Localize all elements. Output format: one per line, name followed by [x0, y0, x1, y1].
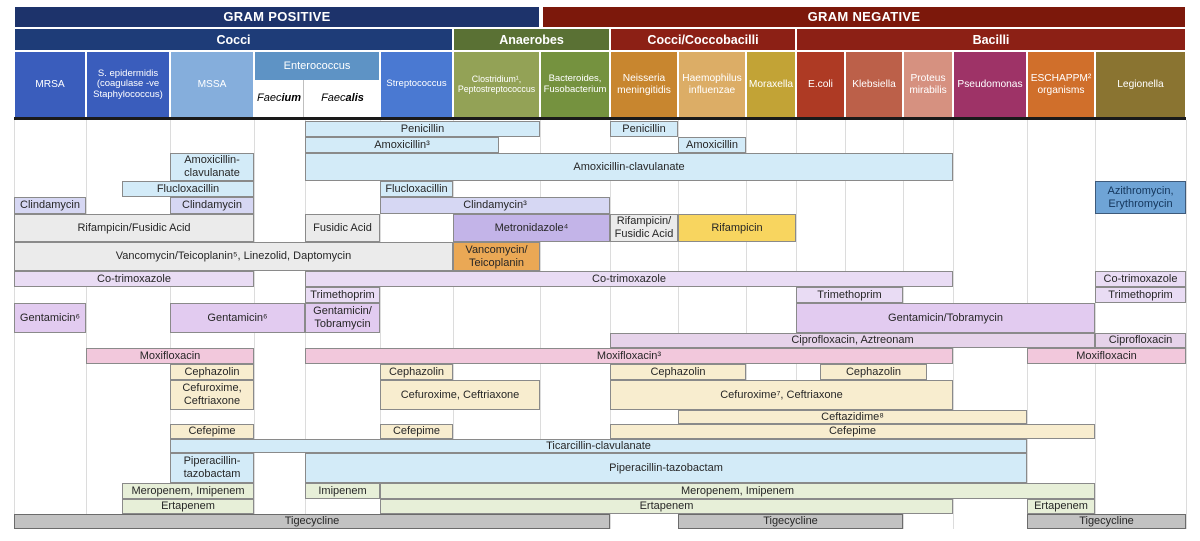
- organism-header-pseudomonas: Pseudomonas: [954, 52, 1026, 117]
- antibiotic-bar-cefepime: Cefepime: [610, 424, 1095, 439]
- antibiotic-bar-clindamycin: Clindamycin³: [380, 197, 610, 214]
- column-gridline: [380, 120, 381, 529]
- antibiotic-bar-rifampicin: Rifampicin: [678, 214, 796, 242]
- organism-header-s-epidermidis: S. epidermidis (coagulase -ve Staphyloco…: [87, 52, 169, 117]
- antibiotic-bar-vancomycin-teicoplanin: Vancomycin/ Teicoplanin: [453, 242, 540, 271]
- class-header-bacilli: Bacilli: [797, 29, 1185, 50]
- antibiotic-bar-ertapenem: Ertapenem: [122, 499, 254, 514]
- antibiotic-bar-ciprofloxacin: Ciprofloxacin: [1095, 333, 1186, 348]
- antibiotic-bar-piperacillin-tazobactam: Piperacillin- tazobactam: [170, 453, 254, 483]
- gram-group-gram-positive: GRAM POSITIVE: [15, 7, 539, 27]
- antibiotic-bar-cephazolin: Cephazolin: [380, 364, 453, 380]
- antibiotic-bar-co-trimoxazole: Co-trimoxazole: [1095, 271, 1186, 287]
- antibiotic-bar-clindamycin: Clindamycin: [14, 197, 86, 214]
- organism-header-proteus: Proteus mirabilis: [904, 52, 952, 117]
- antibiotic-bar-meropenem-imipenem: Meropenem, Imipenem: [122, 483, 254, 499]
- antibiotic-bar-cephazolin: Cephazolin: [610, 364, 746, 380]
- antibiotic-bar-cephazolin: Cephazolin: [820, 364, 927, 380]
- antibiotic-bar-cefepime: Cefepime: [380, 424, 453, 439]
- organism-header-klebsiella: Klebsiella: [846, 52, 902, 117]
- antibiotic-bar-penicillin: Penicillin: [610, 121, 678, 137]
- organism-header-mssa: MSSA: [171, 52, 253, 117]
- organism-subheader-faecalis: Faecalis: [306, 80, 379, 117]
- column-gridline: [1095, 120, 1096, 529]
- antibiotic-bar-amoxicillin: Amoxicillin³: [305, 137, 499, 153]
- antibiotic-bar-rifampicin-fusidic-acid: Rifampicin/ Fusidic Acid: [610, 214, 678, 242]
- organism-subheader-faecium: Faecium: [255, 80, 304, 117]
- column-gridline: [746, 120, 747, 529]
- class-header-anaerobes: Anaerobes: [454, 29, 609, 50]
- antibiotic-bar-meropenem-imipenem: Meropenem, Imipenem: [380, 483, 1095, 499]
- organism-header-mrsa: MRSA: [15, 52, 85, 117]
- antibiotic-bar-cefuroxime-ceftriaxone: Cefuroxime, Ceftriaxone: [170, 380, 254, 410]
- header-divider: [14, 117, 1186, 120]
- antibiotic-bar-moxifloxacin: Moxifloxacin: [1027, 348, 1186, 364]
- antibiotic-bar-fusidic-acid: Fusidic Acid: [305, 214, 380, 242]
- antibiotic-bar-amoxicillin-clavulanate: Amoxicillin-clavulanate: [305, 153, 953, 181]
- antibiotic-bar-imipenem: Imipenem: [305, 483, 380, 499]
- antibiotic-bar-metronidazole: Metronidazole⁴: [453, 214, 610, 242]
- antibiotic-bar-co-trimoxazole: Co-trimoxazole: [14, 271, 254, 287]
- antibiotic-bar-trimethoprim: Trimethoprim: [1095, 287, 1186, 303]
- antibiotic-bar-penicillin: Penicillin: [305, 121, 540, 137]
- antibiotic-bar-cefuroxime-ceftriaxone: Cefuroxime, Ceftriaxone: [380, 380, 540, 410]
- antibiotic-bar-gentamicin: Gentamicin⁶: [14, 303, 86, 333]
- antibiotic-bar-amoxicillin-clavulanate: Amoxicillin- clavulanate: [170, 153, 254, 181]
- antibiotic-bar-tigecycline: Tigecycline: [14, 514, 610, 529]
- organism-header-e-coli: E.coli: [797, 52, 844, 117]
- antibiotic-bar-ertapenem: Ertapenem: [1027, 499, 1095, 514]
- organism-header-neisseria: Neisseria meningitidis: [611, 52, 677, 117]
- antibiotic-bar-flucloxacillin: Flucloxacillin: [380, 181, 453, 197]
- organism-subheader-label: Faecalis: [321, 92, 364, 105]
- column-gridline: [1186, 120, 1187, 529]
- organism-header-legionella: Legionella: [1096, 52, 1185, 117]
- antibiotic-bar-moxifloxacin: Moxifloxacin³: [305, 348, 953, 364]
- antibiotic-bar-gentamicin-tobramycin: Gentamicin/Tobramycin: [796, 303, 1095, 333]
- antibiotic-bar-piperacillin-tazobactam: Piperacillin-tazobactam: [305, 453, 1027, 483]
- antibiotic-bar-clindamycin: Clindamycin: [170, 197, 254, 214]
- class-header-cocci: Cocci: [15, 29, 452, 50]
- organism-header-enterococcus: Enterococcus: [255, 52, 379, 80]
- antibiotic-bar-ciprofloxacin-aztreonam: Ciprofloxacin, Aztreonam: [610, 333, 1095, 348]
- antibiotic-bar-vancomycin-teicoplanin-linezolid-daptomycin: Vancomycin/Teicoplanin⁵, Linezolid, Dapt…: [14, 242, 453, 271]
- organism-header-clostridium: Clostridium¹, Peptostreptococcus: [454, 52, 539, 117]
- antibiotic-bar-amoxicillin: Amoxicillin: [678, 137, 746, 153]
- organism-header-moraxella: Moraxella: [747, 52, 795, 117]
- antibiotic-bar-flucloxacillin: Flucloxacillin: [122, 181, 254, 197]
- antibiotic-bar-cefuroxime-ceftriaxone: Cefuroxime⁷, Ceftriaxone: [610, 380, 953, 410]
- organism-subheader-label: Faecium: [256, 92, 302, 105]
- antibiotic-bar-ceftazidime: Ceftazidime⁸: [678, 410, 1027, 424]
- antibiotic-bar-trimethoprim: Trimethoprim: [796, 287, 903, 303]
- organism-header-eschappm: ESCHAPPM² organisms: [1028, 52, 1094, 117]
- organism-header-haemophilus: Haemophilus influenzae: [679, 52, 745, 117]
- antibiotic-bar-gentamicin-tobramycin: Gentamicin/ Tobramycin: [305, 303, 380, 333]
- antibiotic-bar-ticarcillin-clavulanate: Ticarcillin-clavulanate: [170, 439, 1027, 453]
- class-header-cocci-coccobacilli: Cocci/Coccobacilli: [611, 29, 795, 50]
- column-gridline: [540, 120, 541, 529]
- antibiotic-bar-gentamicin: Gentamicin⁶: [170, 303, 305, 333]
- organism-header-streptococcus: Streptococcus: [381, 52, 452, 117]
- column-gridline: [610, 120, 611, 529]
- gram-group-gram-negative: GRAM NEGATIVE: [543, 7, 1185, 27]
- antibiotic-bar-tigecycline: Tigecycline: [678, 514, 903, 529]
- column-gridline: [453, 120, 454, 529]
- antibiotic-bar-cefepime: Cefepime: [170, 424, 254, 439]
- antibiotic-bar-cephazolin: Cephazolin: [170, 364, 254, 380]
- organism-header-bacteroides: Bacteroides, Fusobacterium: [541, 52, 609, 117]
- column-gridline: [86, 120, 87, 529]
- antibiotic-bar-trimethoprim: Trimethoprim: [305, 287, 380, 303]
- antibiotic-bar-tigecycline: Tigecycline: [1027, 514, 1186, 529]
- antibiotic-bar-co-trimoxazole: Co-trimoxazole: [305, 271, 953, 287]
- column-gridline: [678, 120, 679, 529]
- antibiotic-bar-moxifloxacin: Moxifloxacin: [86, 348, 254, 364]
- antibiotic-bar-rifampicin-fusidic-acid: Rifampicin/Fusidic Acid: [14, 214, 254, 242]
- antibiotic-bar-ertapenem: Ertapenem: [380, 499, 953, 514]
- antibiotic-bar-azithromycin-erythromycin: Azithromycin, Erythromycin: [1095, 181, 1186, 214]
